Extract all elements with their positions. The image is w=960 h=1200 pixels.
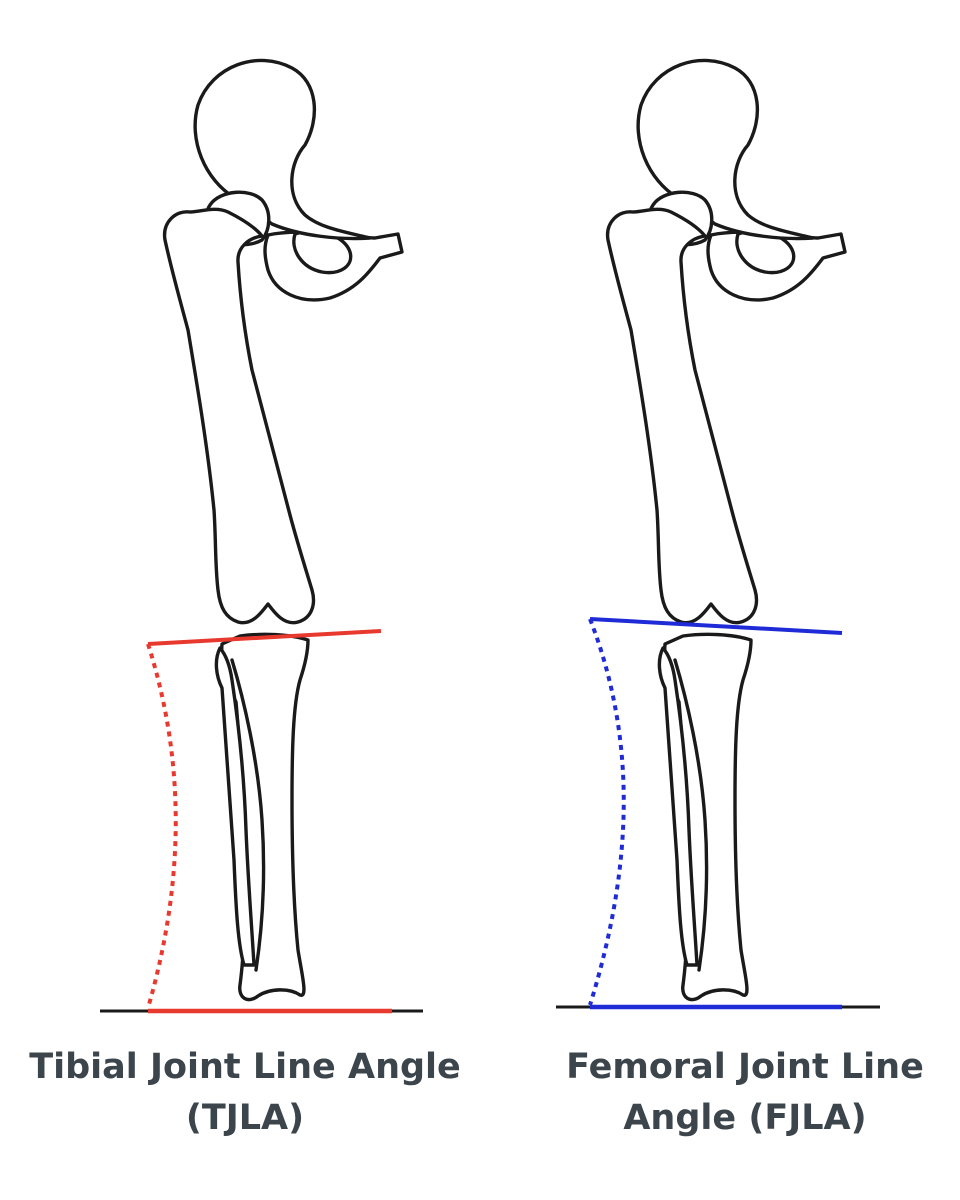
tjla-panel bbox=[100, 58, 423, 1014]
fjla-caption-line2: Angle (FJLA) bbox=[623, 1098, 867, 1138]
tjla-caption-line2: (TJLA) bbox=[185, 1098, 305, 1138]
fjla-caption-line1: Femoral Joint Line bbox=[566, 1047, 924, 1087]
fjla-caption: Femoral Joint Line Angle (FJLA) bbox=[525, 1042, 960, 1144]
tjla-caption-line1: Tibial Joint Line Angle bbox=[29, 1047, 461, 1087]
fjla-joint-line bbox=[589, 617, 843, 635]
fjla-axis-dotted bbox=[588, 618, 626, 1006]
tjla-joint-line bbox=[147, 629, 382, 646]
fjla-panel bbox=[556, 58, 880, 1010]
leg-alignment-diagram bbox=[100, 58, 880, 1014]
tjla-caption: Tibial Joint Line Angle (TJLA) bbox=[20, 1042, 470, 1144]
right-leg-bones bbox=[605, 58, 847, 1002]
tjla-axis-dotted bbox=[146, 643, 178, 1009]
left-leg-bones bbox=[162, 58, 404, 1002]
